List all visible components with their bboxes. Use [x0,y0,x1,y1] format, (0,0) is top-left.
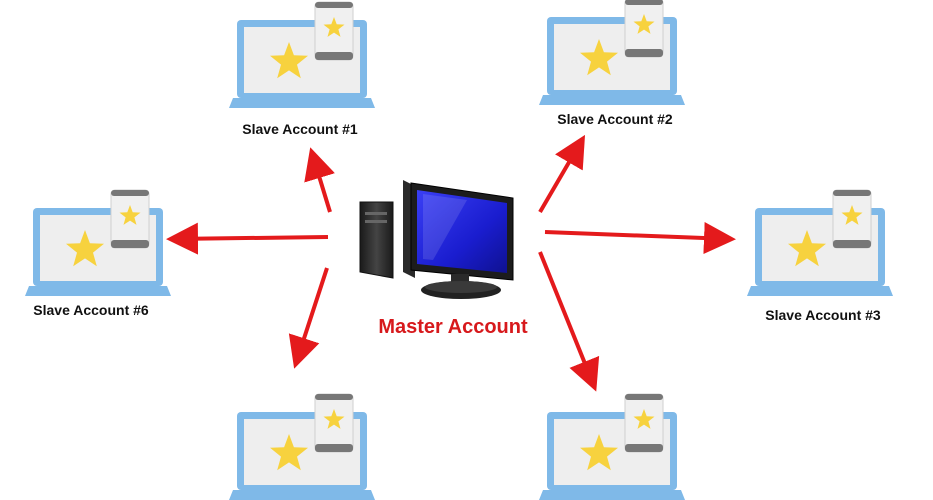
arrow-to-slave-2 [538,134,586,214]
phone-bottom-band [625,444,663,452]
monitor-screen [417,190,507,273]
slave-account-2-label: Slave Account #2 [557,111,673,127]
star-icon [633,409,655,429]
star-icon [580,39,618,76]
arrow-to-slave-1 [304,147,335,213]
phone-icon [314,393,354,453]
phone-bottom-band [833,240,871,248]
slave-account-6-label: Slave Account #6 [33,302,149,318]
slave-6-laptop-phone-star-icon [25,189,171,296]
slave-account-1-label: Slave Account #1 [242,121,358,137]
slave-3-laptop-phone-star-icon [747,189,893,296]
devices-group [25,0,893,500]
laptop-base [539,490,685,500]
star-icon [270,434,308,471]
star-icon [66,230,104,267]
phone-icon [624,0,664,58]
star-icon [323,17,345,37]
arrows-group [166,134,736,392]
phone-icon [314,1,354,61]
phone-top-band [111,190,149,196]
star-icon [580,434,618,471]
slave-5-laptop-phone-star-icon [229,393,375,500]
arrow-to-slave-4 [538,251,600,392]
phone-bottom-band [111,240,149,248]
slave-1-laptop-phone-star-icon [229,1,375,108]
monitor-base-top [425,281,497,293]
slave-4-laptop-phone-star-icon [539,393,685,500]
star-icon [323,409,345,429]
phone-bottom-band [315,52,353,60]
arrow-to-slave-5 [288,267,329,369]
slave-2-laptop-phone-star-icon [539,0,685,105]
phone-top-band [315,2,353,8]
star-icon [841,205,863,225]
screen-glare [423,194,467,260]
laptop-base [747,286,893,296]
tower-slot [365,212,387,215]
arrow-to-slave-3 [544,222,736,255]
laptop-base [229,98,375,108]
slave-account-3-label: Slave Account #3 [765,307,881,323]
phone-icon [832,189,872,249]
phone-top-band [833,190,871,196]
tower-slot [365,220,387,223]
laptop-base [539,95,685,105]
master-account-label: Master Account [378,316,528,338]
star-icon [119,205,141,225]
laptop-base [229,490,375,500]
phone-top-band [625,0,663,5]
laptop-base [25,286,171,296]
phone-bottom-band [625,49,663,57]
phone-icon [624,393,664,453]
phone-icon [110,189,150,249]
star-icon [788,230,826,267]
phone-bottom-band [315,444,353,452]
star-icon [270,42,308,79]
phone-top-band [315,394,353,400]
arrow-to-slave-6 [166,222,329,255]
phone-top-band [625,394,663,400]
desktop-computer-icon [359,180,514,299]
star-icon [633,14,655,34]
